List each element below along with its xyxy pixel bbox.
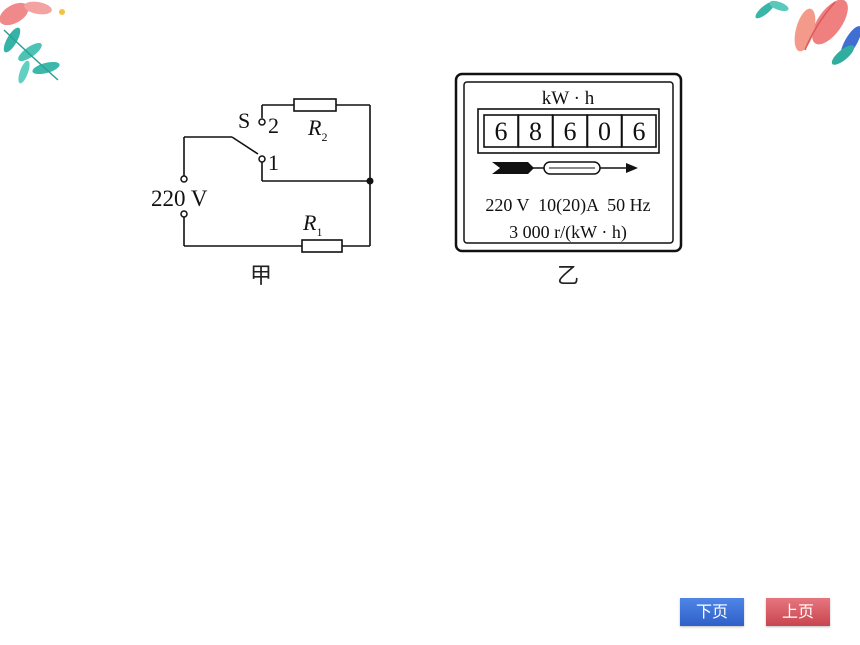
meter-spec-line-1: 220 V 10(20)A 50 Hz [485,195,650,216]
leaf-decoration-left-icon [0,1,65,84]
meter-digit-box [621,114,657,148]
meter-digit: 6 [495,117,508,146]
caption-yi: 乙 [557,264,580,289]
meter-digit: 0 [598,117,611,146]
meter-digit: 6 [633,117,646,146]
meter-digit-box [552,114,588,148]
caption-jia: 甲 [250,264,273,289]
meter-spec-line-2: 3 000 r/(kW · h) [509,222,627,243]
next-page-button[interactable]: 下页 [680,598,744,626]
resistor-r2 [293,98,337,112]
meter-digit-box [483,114,519,148]
meter-unit: kW · h [542,88,595,109]
prev-page-button[interactable]: 上页 [766,598,830,626]
meter-digit-box [586,114,623,148]
meter-digit: 6 [564,117,577,146]
leaf-decoration-right-icon [755,0,860,65]
junction-dot [366,177,374,185]
meter-digit: 8 [529,117,542,146]
circuit-diagram: S 2 1 220 V R2 R1 [151,98,374,253]
r2-label: R2 [307,115,327,144]
contact-2-label: 2 [268,113,279,138]
meter-digit-box [517,114,554,148]
voltage-label: 220 V [151,186,208,211]
rotation-direction-arrow-icon [492,161,638,175]
switch-label: S [238,108,250,133]
resistor-r1 [301,239,343,253]
contact-1-label: 1 [268,150,279,175]
r1-label: R1 [302,210,322,239]
